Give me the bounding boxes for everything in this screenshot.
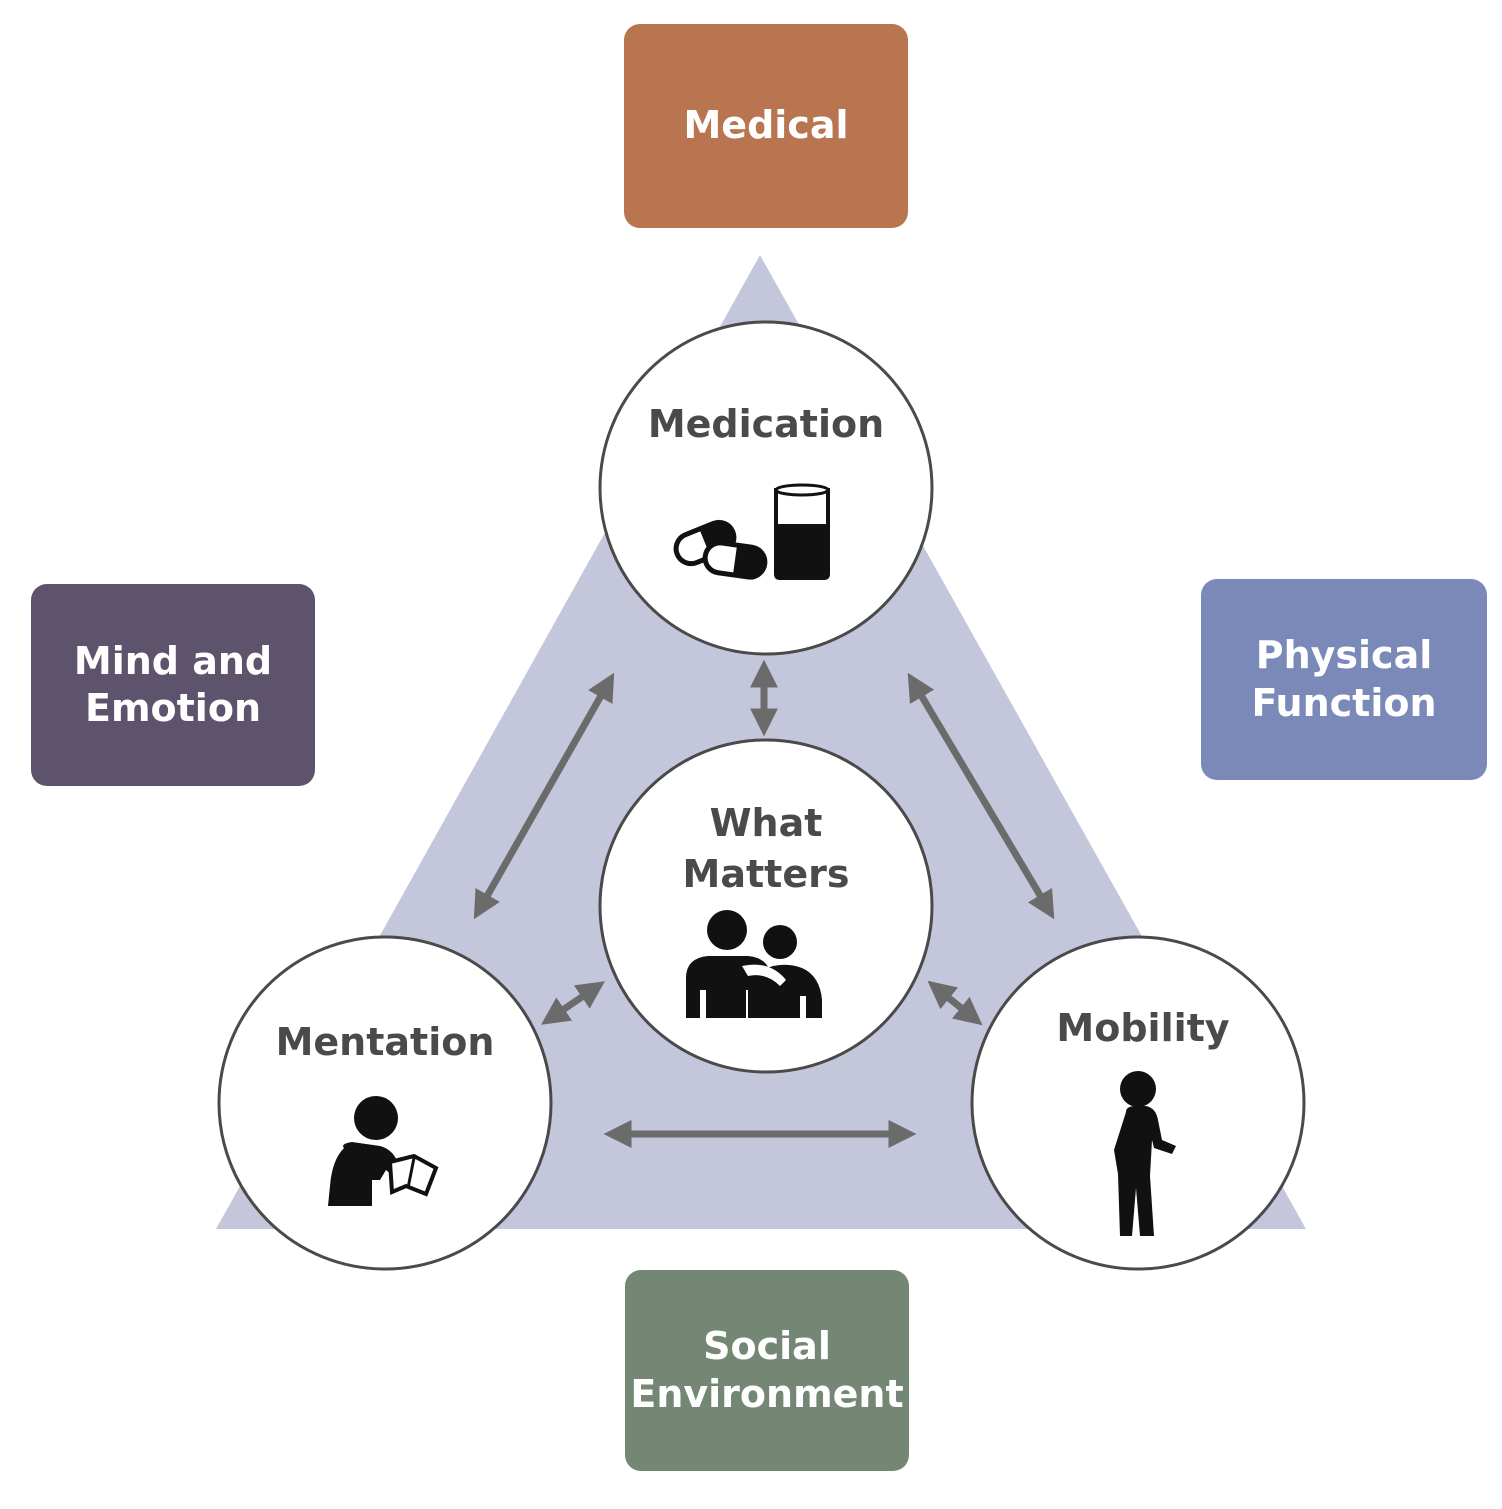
social-environment-label-line2: Environment <box>630 1371 904 1416</box>
arrow-medication-mentation <box>473 672 615 920</box>
medication-circle <box>598 320 934 656</box>
person-reading-icon <box>328 1096 439 1206</box>
person-walking-icon <box>1114 1071 1176 1236</box>
two-people-icon <box>686 910 822 1018</box>
what-matters-label-line2: Matters <box>683 852 850 896</box>
mind-and-emotion-label-line1: Mind and <box>73 638 273 683</box>
arrow-what-matters-mobility <box>927 980 983 1026</box>
social-environment-box: Social Environment <box>625 1270 909 1471</box>
medical-label: Medical <box>683 103 849 148</box>
pills-and-glass-icon <box>673 483 830 580</box>
arrow-medication-mobility <box>907 672 1055 920</box>
physical-function-label-line2: Function <box>1251 680 1437 725</box>
physical-function-box: Physical Function <box>1201 579 1487 780</box>
what-matters-label-line1: What <box>710 801 823 845</box>
physical-function-label-line1: Physical <box>1255 633 1433 677</box>
mentation-label: Mentation <box>276 1020 495 1064</box>
medication-label: Medication <box>648 402 884 446</box>
what-matters-circle <box>598 738 934 1074</box>
medical-box: Medical <box>624 24 908 228</box>
mobility-label: Mobility <box>1056 1006 1229 1050</box>
mind-and-emotion-label-line2: Emotion <box>84 686 261 730</box>
mind-and-emotion-box: Mind and Emotion <box>31 584 315 786</box>
social-environment-label-line1: Social <box>703 1324 831 1368</box>
arrow-what-matters-mentation <box>541 981 605 1025</box>
